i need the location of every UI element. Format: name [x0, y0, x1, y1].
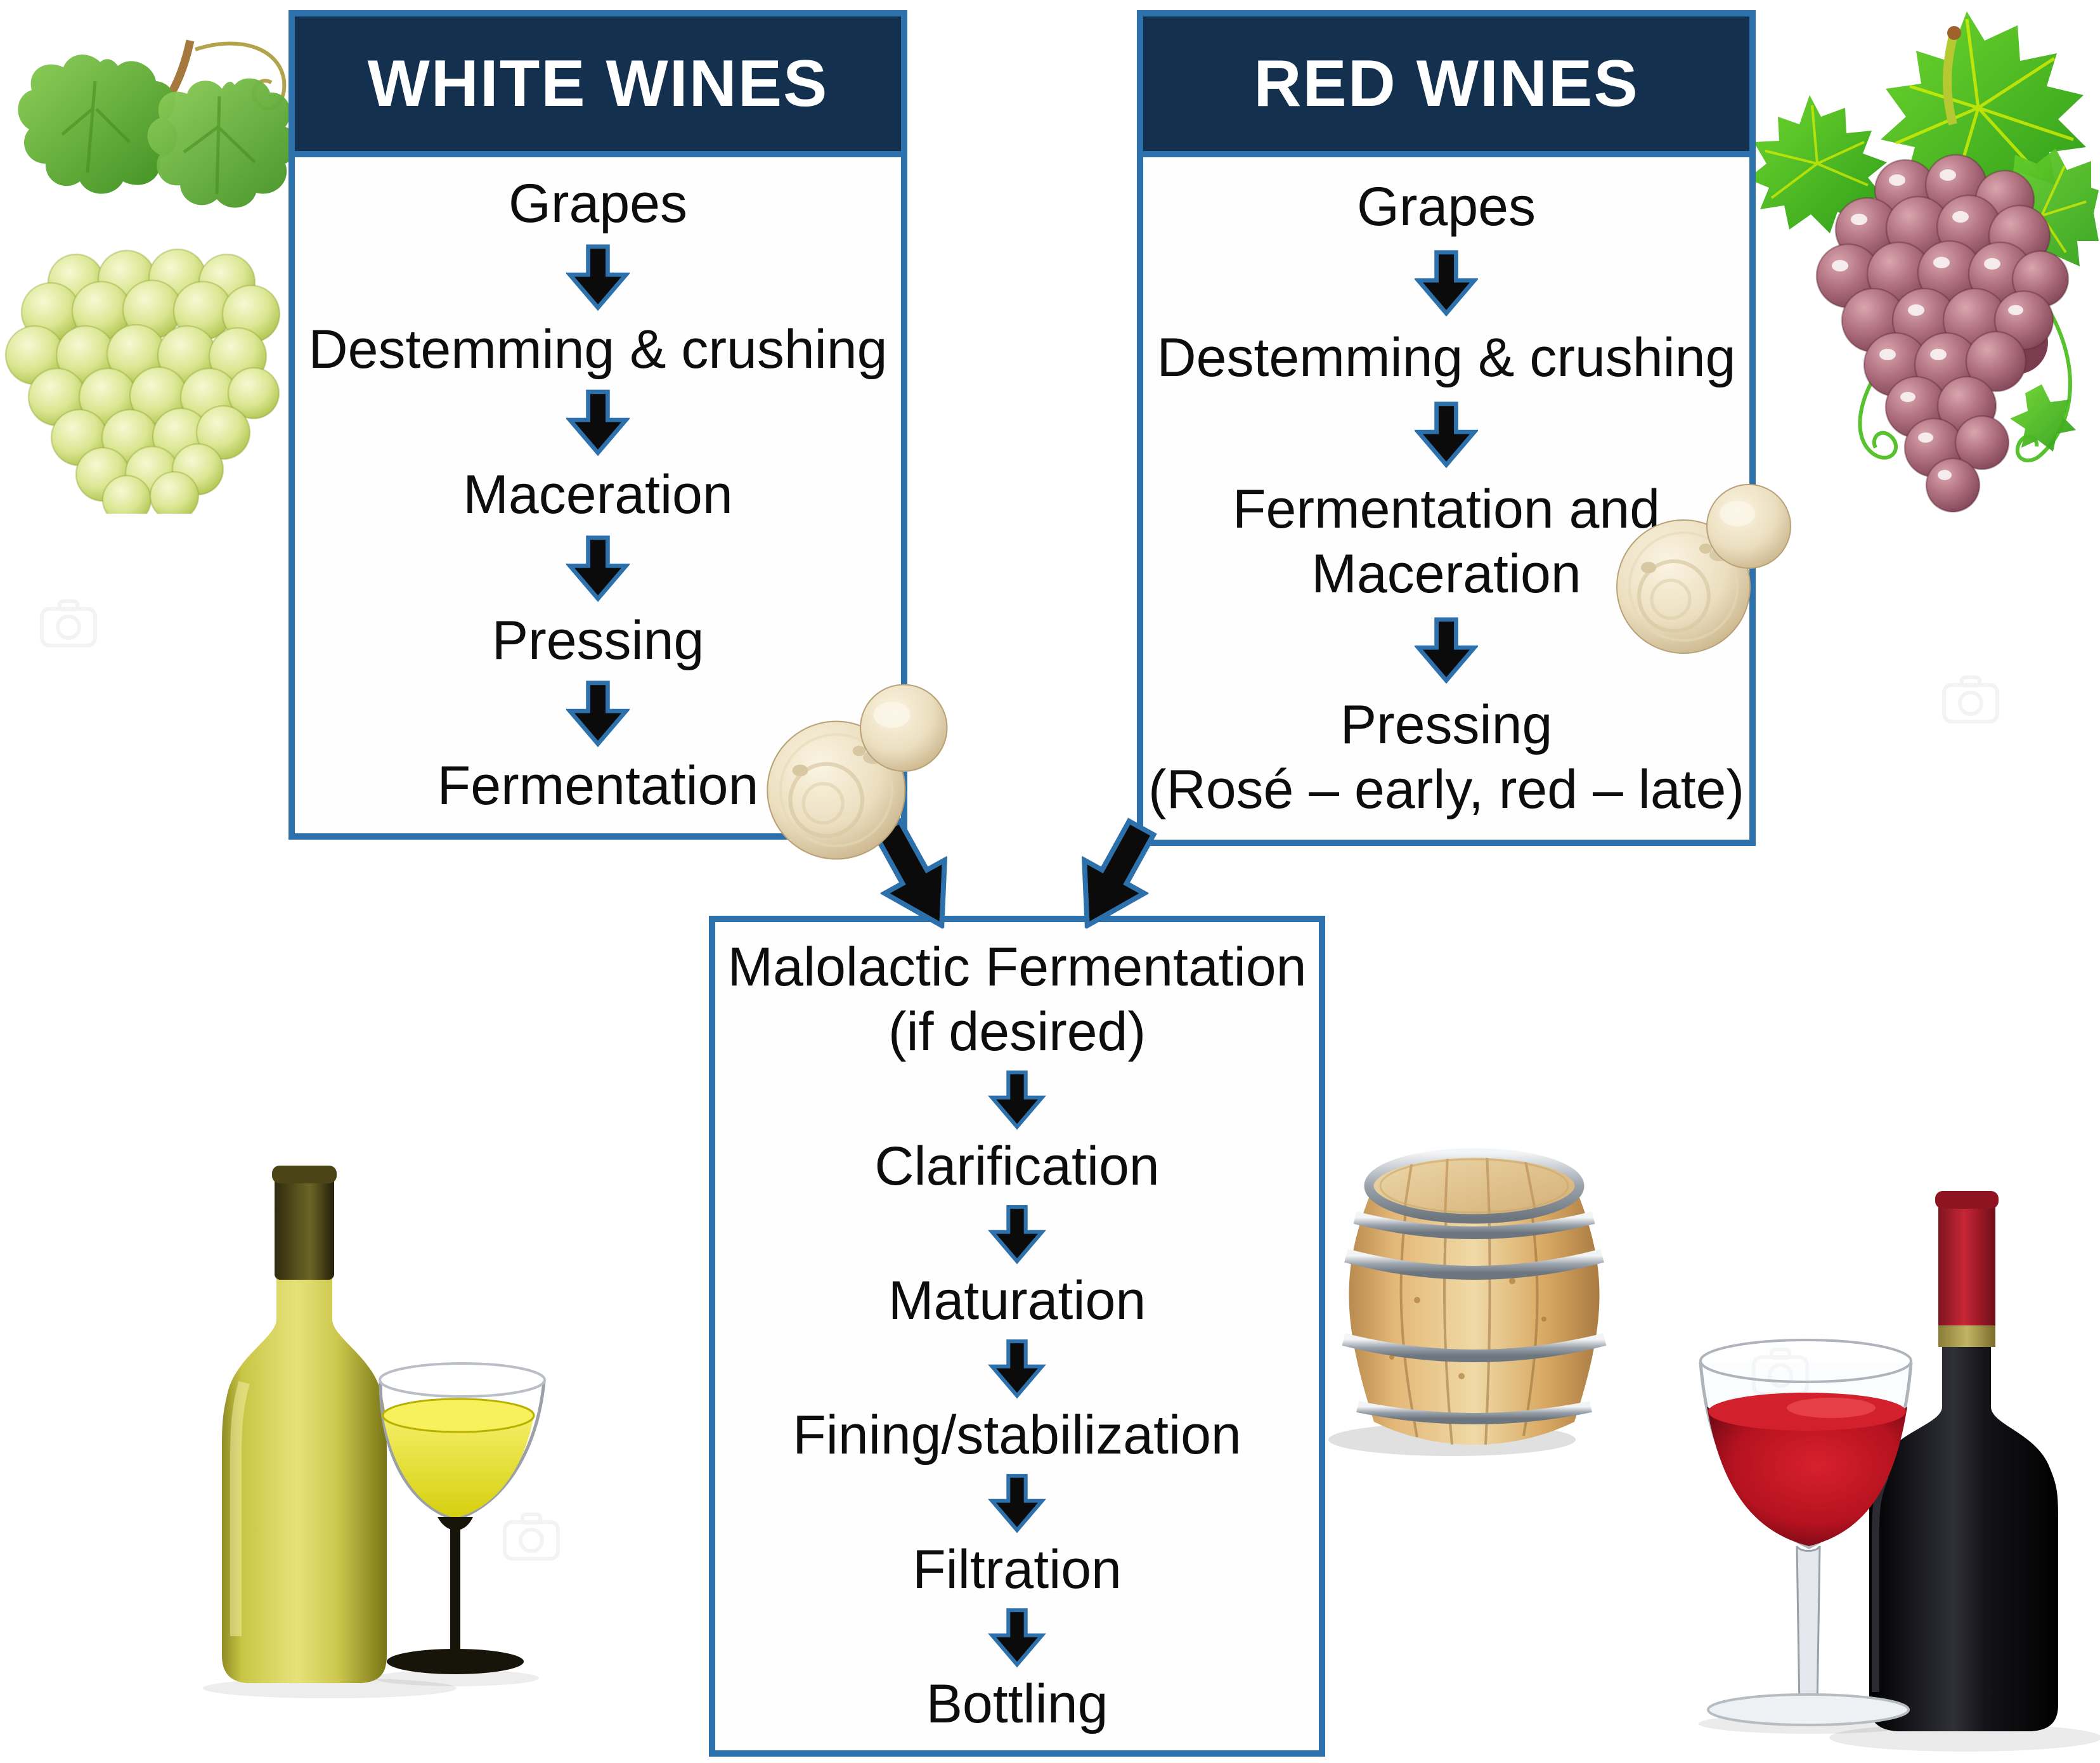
- merge-arrow-left-icon: [872, 817, 948, 930]
- down-arrow-icon: [988, 1204, 1046, 1265]
- down-arrow-icon: [566, 680, 630, 748]
- shared-process-steps: Malolactic Fermentation (if desired) Cla…: [715, 922, 1319, 1750]
- down-arrow-icon: [988, 1608, 1046, 1668]
- step-pressing-rose-early-red-late: Pressing (Rosé – early, red – late): [1148, 693, 1744, 822]
- step-destemming-crushing: Destemming & crushing: [1157, 327, 1736, 389]
- white-wines-header: WHITE WINES: [295, 16, 901, 157]
- step-malolactic-fermentation: Malolactic Fermentation (if desired): [728, 935, 1307, 1064]
- down-arrow-icon: [1415, 250, 1478, 317]
- green-grapes-image: [4, 39, 299, 514]
- white-wines-box: WHITE WINES Grapes Destemming & crushing…: [288, 10, 907, 840]
- step-fermentation: Fermentation: [437, 755, 759, 817]
- step-grapes: Grapes: [508, 173, 688, 235]
- white-wines-steps: Grapes Destemming & crushing Maceration …: [295, 157, 901, 833]
- yeast-cells-icon: [767, 684, 948, 860]
- step-line: Maceration: [1311, 543, 1581, 604]
- watermark-icon: [1942, 675, 1999, 724]
- watermark-icon: [40, 599, 97, 647]
- wine-barrel-image: [1328, 1148, 1607, 1456]
- yeast-cells-icon: [1616, 484, 1791, 654]
- step-pressing: Pressing: [491, 609, 704, 671]
- step-fermentation-and-maceration: Fermentation and Maceration: [1233, 478, 1660, 606]
- step-fining-stabilization: Fining/stabilization: [793, 1404, 1241, 1466]
- step-bottling: Bottling: [926, 1674, 1108, 1735]
- white-wine-bottle-and-glass-image: [203, 1166, 546, 1698]
- step-line: (Rosé – early, red – late): [1148, 758, 1745, 820]
- watermark-icon: [503, 1513, 560, 1561]
- red-wines-box: RED WINES Grapes Destemming & crushing F…: [1137, 10, 1756, 846]
- down-arrow-icon: [1415, 401, 1478, 468]
- red-wines-title: RED WINES: [1254, 46, 1639, 120]
- down-arrow-icon: [566, 244, 630, 311]
- down-arrow-icon: [566, 535, 630, 602]
- down-arrow-icon: [988, 1339, 1046, 1399]
- step-maceration: Maceration: [463, 464, 733, 526]
- step-line: Pressing: [1340, 694, 1553, 756]
- step-line: Malolactic Fermentation: [727, 937, 1307, 998]
- red-grapes-image: [1747, 11, 2099, 513]
- step-clarification: Clarification: [874, 1135, 1160, 1197]
- step-grapes: Grapes: [1356, 176, 1536, 237]
- down-arrow-icon: [988, 1070, 1046, 1130]
- step-line: Fermentation and: [1232, 479, 1661, 540]
- down-arrow-icon: [1415, 617, 1478, 684]
- red-wine-bottle-and-glass-image: [1699, 1191, 2100, 1752]
- step-line: (if desired): [888, 1001, 1146, 1062]
- step-filtration: Filtration: [912, 1539, 1122, 1601]
- merge-arrow-right-icon: [1081, 817, 1157, 930]
- red-wines-header: RED WINES: [1143, 16, 1749, 157]
- step-maturation: Maturation: [888, 1270, 1146, 1331]
- shared-process-box: Malolactic Fermentation (if desired) Cla…: [709, 916, 1325, 1757]
- down-arrow-icon: [566, 389, 630, 457]
- down-arrow-icon: [988, 1473, 1046, 1533]
- step-destemming-crushing: Destemming & crushing: [308, 318, 888, 380]
- white-wines-title: WHITE WINES: [367, 46, 829, 120]
- red-wines-steps: Grapes Destemming & crushing Fermentatio…: [1143, 157, 1749, 840]
